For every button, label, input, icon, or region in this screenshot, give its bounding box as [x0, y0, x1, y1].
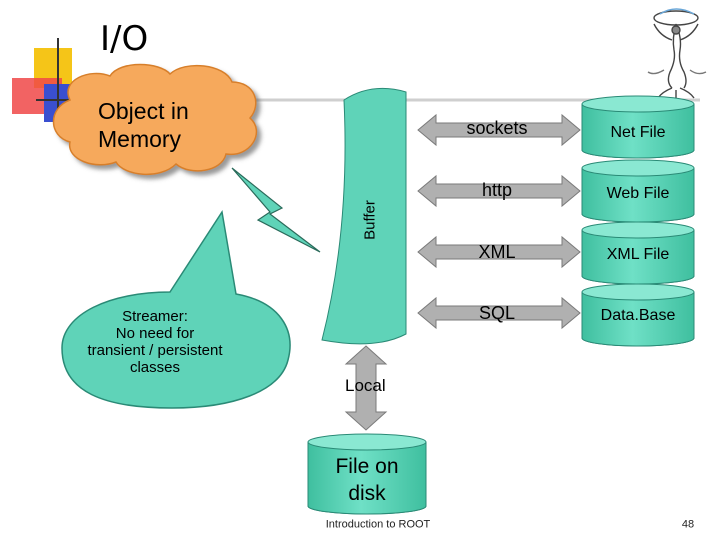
footer-text: Introduction to ROOT — [325, 518, 431, 531]
page-number: 48 — [681, 518, 695, 531]
target-label-net-file: Net File — [610, 124, 666, 141]
tree-figure-logo-icon — [647, 8, 707, 99]
buffer-label: Buffer — [361, 200, 379, 240]
channel-label-sockets: sockets — [466, 118, 528, 138]
file-on-disk-label: File on disk — [335, 455, 399, 505]
cylinder-net-file — [581, 95, 695, 159]
arrow-local — [344, 345, 388, 431]
arrow-sql — [417, 296, 581, 330]
cylinder-database — [581, 283, 695, 347]
arrow-sockets — [417, 113, 581, 147]
cylinder-xml-file — [581, 221, 695, 285]
target-label-database: Data.Base — [600, 307, 676, 324]
channel-label-xml: XML — [478, 242, 516, 262]
target-label-xml-file: XML File — [606, 246, 670, 263]
lightning-bolt-icon — [231, 167, 321, 253]
arrow-http — [417, 174, 581, 208]
buffer-band — [321, 87, 407, 345]
memory-cloud-label: Object in Memory — [98, 98, 189, 152]
memory-cloud — [52, 63, 257, 176]
channel-label-sql: SQL — [478, 303, 516, 323]
channel-arrows — [344, 113, 581, 431]
streamer-callout — [61, 209, 291, 409]
page-title: I/O — [100, 19, 149, 59]
arrow-xml — [417, 235, 581, 269]
cylinder-web-file — [581, 159, 695, 223]
channel-label-http: http — [481, 180, 513, 200]
target-label-web-file: Web File — [606, 185, 670, 202]
cylinder-file-on-disk — [307, 433, 427, 515]
local-label: Local — [345, 376, 386, 395]
streamer-callout-text: Streamer: No need for transient / persis… — [87, 308, 223, 376]
